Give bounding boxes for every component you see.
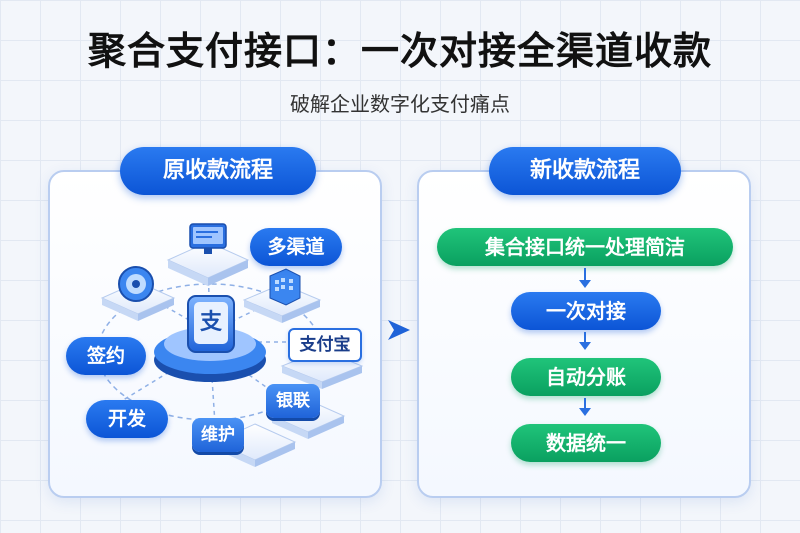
hub-glyph: 支 — [199, 310, 222, 335]
flow-step-one-integration: 一次对接 — [511, 292, 661, 330]
flow-step-unified-data: 数据统一 — [511, 424, 661, 462]
page-title: 聚合支付接口：一次对接全渠道收款 — [87, 29, 712, 73]
flow-step-unified-interface: 集合接口统一处理简洁 — [437, 228, 733, 266]
new-flow-header: 新收款流程 — [489, 147, 681, 195]
monitor-icon — [166, 223, 250, 286]
flow-arrow-3 — [579, 398, 591, 416]
maintain-tag: 维护 — [192, 418, 244, 452]
original-flow-panel: 原收款流程 — [48, 147, 384, 500]
multi-channel-tag: 多渠道 — [250, 228, 342, 266]
network-illustration — [97, 223, 364, 467]
sign-tag: 签约 — [66, 337, 146, 375]
building-icon — [242, 268, 322, 323]
payment-hub-icon — [154, 295, 266, 382]
unionpay-tag: 银联 — [266, 384, 320, 418]
new-flow-panel: 新收款流程 集合接口统一处理简洁 一次对接 自动分账 数据统一 — [417, 147, 753, 500]
flow-arrow-1 — [579, 268, 591, 288]
flow-arrow-2 — [579, 332, 591, 350]
target-icon — [100, 266, 176, 321]
flow-step-auto-split: 自动分账 — [511, 358, 661, 396]
arrow-right-icon — [388, 320, 410, 340]
page-subtitle: 破解企业数字化支付痛点 — [290, 92, 510, 116]
original-flow-header: 原收款流程 — [120, 147, 316, 195]
develop-tag: 开发 — [86, 400, 168, 438]
new-flow-steps: 集合接口统一处理简洁 一次对接 自动分账 数据统一 — [419, 172, 753, 500]
original-flow-diagram: 支 多渠道 支付宝 银联 维护 签约 开发 — [50, 172, 384, 500]
alipay-tag: 支付宝 — [288, 328, 362, 362]
